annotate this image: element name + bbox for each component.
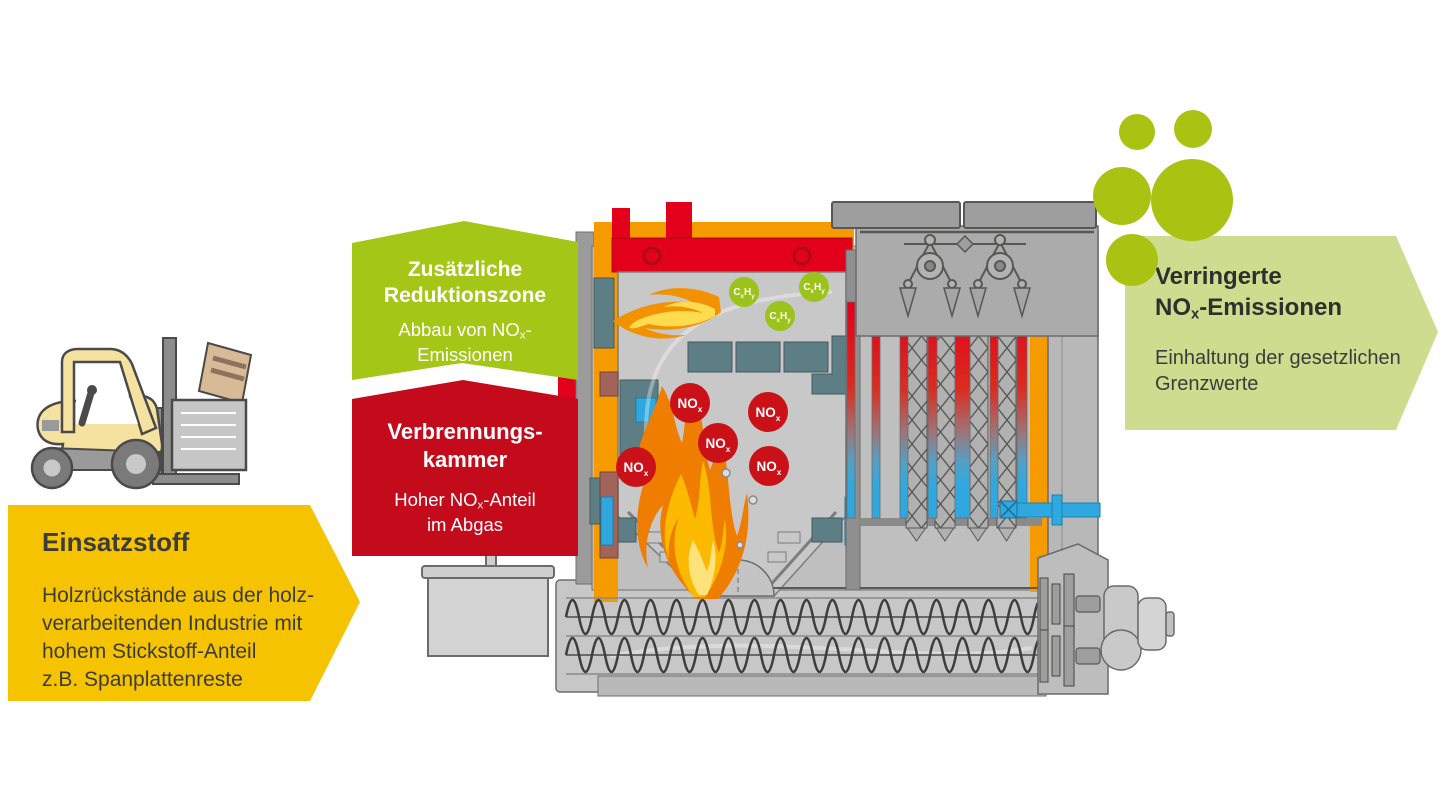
- forklift-cab-frame: [60, 347, 158, 436]
- cloud-bubble: [1174, 110, 1212, 148]
- input-material-box: Einsatzstoff Holzrückstände aus der holz…: [8, 505, 360, 701]
- drive-motor: [1037, 543, 1175, 695]
- reduction-callout-title: Zusätzliche Reduktionszone: [383, 258, 547, 308]
- cleaning-mechanism: [899, 234, 1031, 319]
- output-emissions-box: Verringerte NOx-Emissionen Einhaltung de…: [1125, 236, 1438, 430]
- reduction-zone-callout: Zusätzliche Reduktionszone Abbau von NOx…: [352, 221, 578, 380]
- control-lever: [78, 389, 95, 427]
- cloud-bubble: [1106, 234, 1158, 286]
- output-box-title: Verringerte NOx-Emissionen: [1155, 263, 1342, 323]
- left-casing: [575, 231, 595, 585]
- cab-window: [76, 364, 138, 424]
- feed-hopper: [421, 551, 555, 657]
- input-box-title: Einsatzstoff: [42, 527, 190, 557]
- combustion-callout-title: Verbrennungs- kammer: [387, 419, 543, 472]
- heat-exchanger-tubes: [846, 301, 1028, 519]
- cloud-bubble: [1119, 114, 1155, 150]
- scrap-container: [170, 398, 248, 472]
- particles: [721, 468, 758, 549]
- combustion-callout-body: Hoher NOx-Anteil im Abgas: [394, 489, 536, 536]
- body-vent: [42, 420, 59, 431]
- top-housing: [831, 201, 1099, 337]
- forklift-fork: [152, 473, 240, 485]
- upper-auger: [564, 598, 1049, 636]
- screw-conveyors: [564, 597, 1102, 675]
- input-box-body: Holzrückstände aus der holz- verarbeiten…: [42, 584, 314, 692]
- cloud-bubble: [1093, 167, 1151, 225]
- water-outlet-pipe: [999, 494, 1101, 526]
- flue-duct: [611, 202, 853, 273]
- combustion-chamber-callout: Verbrennungs- kammer Hoher NOx-Anteil im…: [352, 380, 578, 556]
- cloud-bubble: [1151, 159, 1233, 241]
- base-skirt: [597, 675, 1047, 697]
- output-box-body: Einhaltung der gesetzlichen Grenzwerte: [1155, 346, 1401, 395]
- lower-auger: [564, 636, 1049, 674]
- forklift-illustration: [30, 337, 253, 490]
- reduction-callout-body: Abbau von NOx- Emissionen: [398, 318, 532, 365]
- reduction-zone-flame: [613, 288, 721, 339]
